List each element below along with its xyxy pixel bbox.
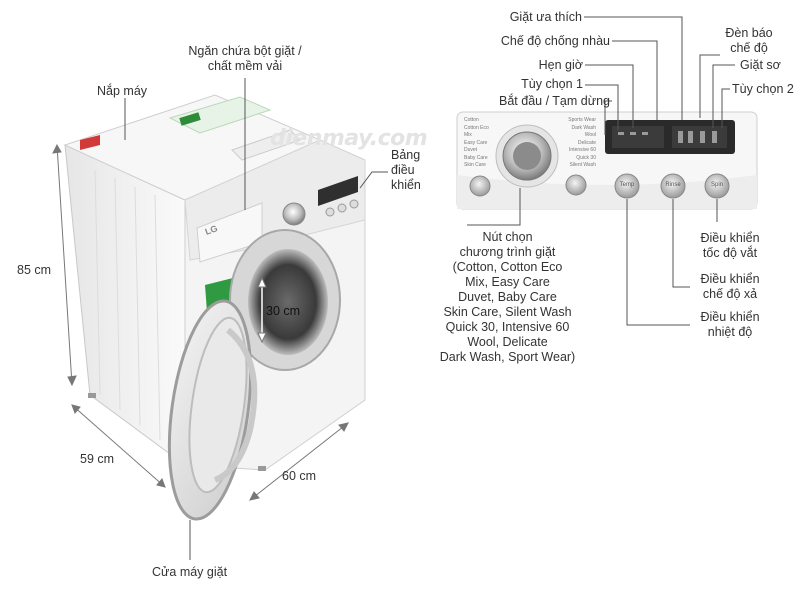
control-panel-closeup <box>456 111 758 210</box>
program-item: Wool <box>584 132 596 138</box>
washer-knob <box>282 202 306 226</box>
spin-button-graphic <box>704 173 730 199</box>
side-panel <box>64 144 186 466</box>
leaders-washer <box>124 78 388 560</box>
program-item: Cotton Eco <box>464 124 489 131</box>
leaders-panel <box>467 16 735 326</box>
program-knob-line: Skin Care, Silent Wash <box>443 305 572 319</box>
program-knob-line: Duvet, Baby Care <box>458 290 557 304</box>
program-knob-line: (Cotton, Cotton Eco <box>452 260 563 274</box>
display <box>318 176 358 206</box>
prewash-label: Giặt sơ <box>740 58 781 72</box>
program-item: Silent Wash <box>569 162 597 168</box>
option2-label: Tùy chọn 2 <box>732 82 794 96</box>
program-item: Intensive 60 <box>569 147 596 153</box>
program-item: Skin Care <box>464 162 486 168</box>
lid-label: Nắp máy <box>97 84 148 98</box>
drum <box>248 249 328 355</box>
program-knob-line: chương trình giặt <box>459 245 556 259</box>
detergent-label: Ngăn chứa bột giặt /chất mềm vải <box>188 44 302 73</box>
favorite-label: Giặt ưa thích <box>509 10 582 24</box>
program-item: Baby Care <box>464 154 488 161</box>
program-knob-line: Dark Wash, Sport Wear) <box>439 350 576 364</box>
program-knob-line: Mix, Easy Care <box>465 275 550 289</box>
program-item: Easy Care <box>464 139 488 146</box>
program-item: Mix <box>464 132 472 138</box>
door-label: Cửa máy giặt <box>152 565 228 579</box>
program-item: Sports Wear <box>568 117 596 123</box>
option1-label: Tùy chọn 1 <box>521 77 583 91</box>
start-button-graphic <box>565 174 587 196</box>
rinse-button-graphic <box>660 173 686 199</box>
height-label: 85 cm <box>17 263 52 277</box>
door-opening-label: 30 cm <box>266 304 301 318</box>
program-item: Dark Wash <box>571 124 596 131</box>
watermark: dienmay.com <box>270 126 428 151</box>
crease-care-label: Chế độ chống nhàu <box>500 34 610 48</box>
timer-label: Hẹn giờ <box>538 58 583 72</box>
power-button-graphic <box>469 175 491 197</box>
program-item: Quick 30 <box>576 154 596 161</box>
program-item: Cotton <box>464 117 479 123</box>
program-item: Duvet <box>464 147 478 153</box>
dimension-lines <box>52 143 349 501</box>
program-knob-line: Nút chọn <box>482 230 533 244</box>
program-knob-line: Wool, Delicate <box>467 335 548 349</box>
rinse-button-label: Rinse <box>665 182 681 188</box>
spin-button-label: Spin <box>710 182 723 188</box>
washer <box>63 94 366 521</box>
depth-label: 59 cm <box>80 452 115 466</box>
program-knob-line: Quick 30, Intensive 60 <box>445 320 570 334</box>
width-label: 60 cm <box>282 469 317 483</box>
start-pause-label: Bắt đầu / Tạm dừng <box>499 94 610 108</box>
temp-button-label: Temp <box>619 182 635 188</box>
program-item: Delicate <box>577 139 596 146</box>
temp-button-graphic <box>614 173 640 199</box>
